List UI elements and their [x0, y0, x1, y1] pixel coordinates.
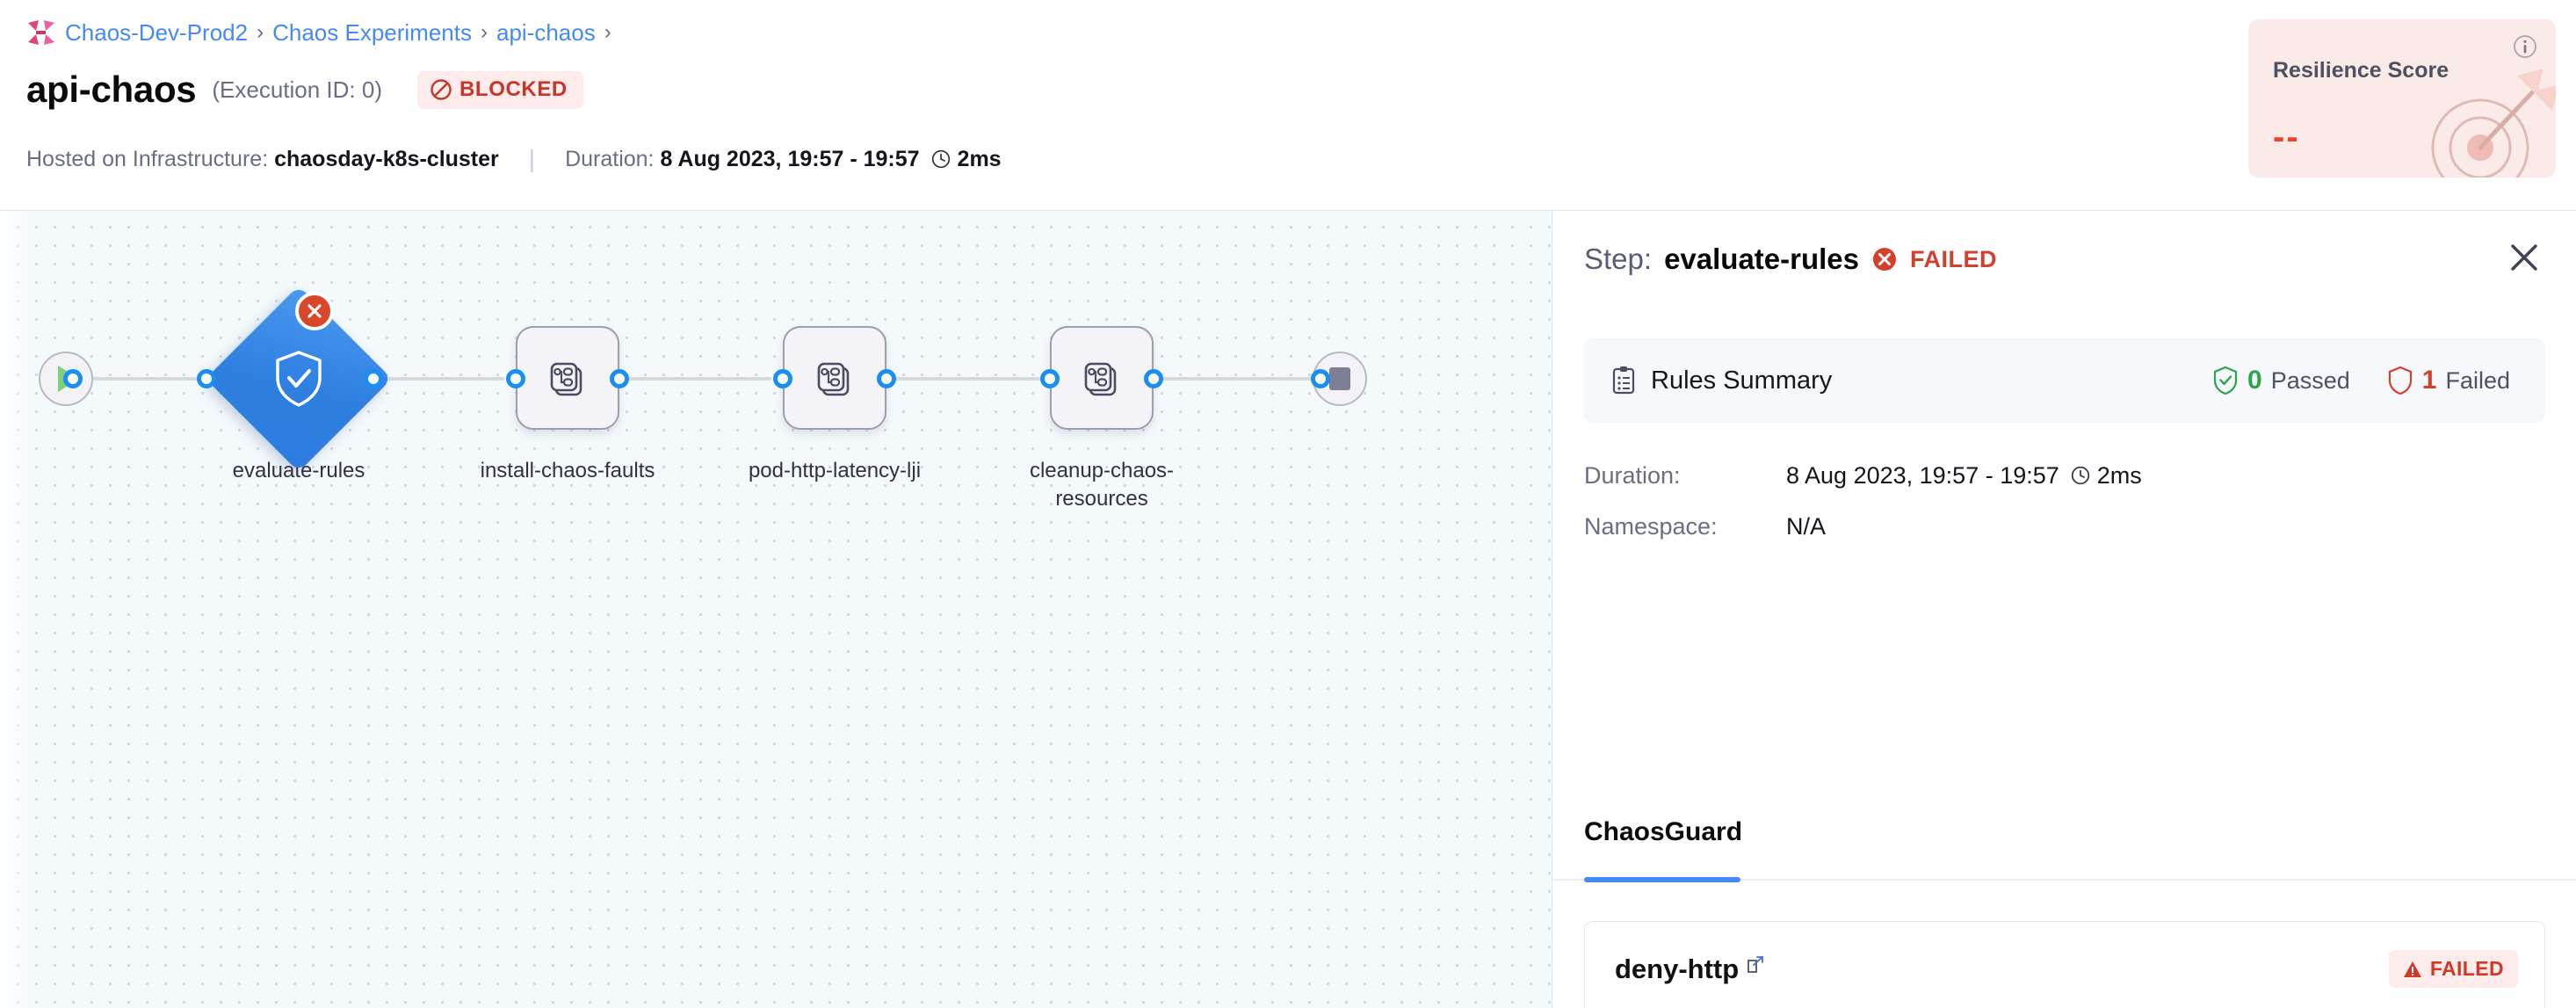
resilience-score-card: Resilience Score -- — [2248, 19, 2556, 178]
external-link-icon[interactable] — [1746, 955, 1765, 975]
pipeline-graph-canvas[interactable]: evaluate-rules install-chaos-faults — [0, 211, 1551, 1008]
rules-passed-group: 0 Passed — [2212, 366, 2350, 395]
duration-elapsed: 2ms — [957, 146, 1002, 171]
detail-duration-elapsed: 2ms — [2096, 461, 2142, 489]
rules-summary-card: Rules Summary 0 Passed 1 Failed — [1584, 338, 2545, 423]
resilience-score-value: -- — [2273, 118, 2300, 156]
error-x-icon — [308, 304, 322, 318]
step-status: FAILED — [1910, 245, 1998, 272]
step-name: evaluate-rules — [1664, 243, 1860, 275]
chaos-faults-icon — [1084, 362, 1117, 396]
shield-red-icon — [2388, 366, 2412, 395]
detail-value-namespace: N/A — [1786, 512, 1827, 540]
breadcrumb-separator: › — [257, 20, 264, 44]
breadcrumb-separator-trailing: › — [604, 20, 611, 44]
edge-evaluate-to-install — [381, 377, 504, 381]
tab-chaosguard[interactable]: ChaosGuard — [1584, 817, 1742, 881]
title-row: api-chaos (Execution ID: 0) BLOCKED — [26, 69, 583, 111]
port-cleanup-out[interactable] — [1144, 369, 1163, 388]
blocked-icon — [431, 78, 452, 100]
rule-status-badge: FAILED — [2388, 950, 2518, 988]
breadcrumb: Chaos-Dev-Prod2 › Chaos Experiments › ap… — [26, 19, 611, 46]
chaos-faults-icon — [817, 362, 850, 396]
header-meta: Hosted on Infrastructure: chaosday-k8s-c… — [26, 145, 1002, 173]
port-evaluate-in[interactable] — [197, 369, 216, 388]
rule-card-deny-http: deny-http FAILED 1 / 1 Conditions Failed — [1584, 921, 2545, 1008]
breadcrumb-separator: › — [480, 20, 488, 44]
rules-failed-count: 1 — [2421, 366, 2437, 395]
node-label-install-chaos-faults: install-chaos-faults — [480, 459, 655, 482]
node-pod-http-latency-lji[interactable] — [783, 326, 886, 430]
port-cleanup-in[interactable] — [1040, 369, 1060, 388]
rules-passed-label: Passed — [2270, 366, 2350, 394]
edge-install-to-latency — [615, 377, 771, 381]
rules-summary-title: Rules Summary — [1651, 366, 1833, 395]
detail-value-duration: 8 Aug 2023, 19:57 - 19:57 — [1786, 461, 2059, 489]
status-badge: BLOCKED — [417, 70, 583, 109]
edge-cleanup-to-end — [1149, 377, 1325, 381]
step-title: Step: evaluate-rules FAILED — [1584, 243, 1997, 276]
infra-value: chaosday-k8s-cluster — [274, 146, 499, 171]
chaos-faults-icon — [550, 362, 582, 396]
error-x-icon — [1873, 248, 1897, 271]
port-start-out[interactable] — [63, 369, 83, 388]
harness-logo-icon — [28, 20, 54, 45]
detail-row-namespace: Namespace: N/A — [1584, 501, 2463, 552]
rules-passed-count: 0 — [2247, 366, 2262, 395]
tab-chaosguard-label: ChaosGuard — [1584, 817, 1743, 846]
close-icon[interactable] — [2506, 239, 2543, 276]
step-details-panel: Step: evaluate-rules FAILED — [1552, 211, 2576, 1008]
port-latency-in[interactable] — [773, 369, 792, 388]
execution-id: (Execution ID: 0) — [212, 76, 382, 103]
clipboard-icon — [1612, 366, 1635, 395]
meta-divider: | — [528, 145, 536, 172]
resilience-score-title: Resilience Score — [2273, 58, 2449, 83]
shield-check-icon — [276, 351, 322, 407]
step-detail-rows: Duration: 8 Aug 2023, 19:57 - 19:57 2ms … — [1584, 450, 2463, 552]
port-install-in[interactable] — [506, 369, 525, 388]
port-end-in[interactable] — [1311, 369, 1330, 388]
duration-label: Duration: — [565, 146, 655, 171]
node-evaluate-rules[interactable] — [205, 285, 393, 473]
shield-check-green-icon — [2213, 366, 2238, 395]
node-status-error-badge — [295, 292, 334, 330]
warning-triangle-icon — [2403, 961, 2421, 977]
rules-failed-label: Failed — [2445, 366, 2510, 394]
rule-status-badge-label: FAILED — [2429, 957, 2504, 980]
clock-icon — [2071, 466, 2089, 485]
port-latency-out[interactable] — [877, 369, 896, 388]
edge-latency-to-cleanup — [882, 377, 1040, 381]
breadcrumb-item-2[interactable]: api-chaos — [496, 19, 596, 46]
target-dart-icon — [2431, 69, 2556, 178]
detail-row-duration: Duration: 8 Aug 2023, 19:57 - 19:57 2ms — [1584, 450, 2463, 501]
info-icon[interactable] — [2512, 33, 2538, 60]
status-badge-label: BLOCKED — [459, 76, 568, 101]
port-install-out[interactable] — [610, 369, 629, 388]
clock-icon — [931, 149, 950, 169]
stop-icon — [1329, 367, 1350, 390]
tab-active-indicator — [1584, 877, 1740, 882]
page-title: api-chaos — [26, 69, 197, 110]
node-install-chaos-faults[interactable] — [516, 326, 619, 430]
node-cleanup-chaos-resources[interactable] — [1050, 326, 1154, 430]
page-header: Chaos-Dev-Prod2 › Chaos Experiments › ap… — [0, 0, 2576, 211]
detail-key-duration: Duration: — [1584, 461, 1681, 489]
step-prefix-label: Step: — [1584, 243, 1653, 275]
rules-failed-group: 1 Failed — [2387, 366, 2510, 395]
duration-value: 8 Aug 2023, 19:57 - 19:57 — [660, 146, 920, 171]
node-label-pod-http-latency-lji: pod-http-latency-lji — [748, 459, 922, 482]
breadcrumb-item-1[interactable]: Chaos Experiments — [272, 19, 472, 46]
panel-tabs: ChaosGuard — [1552, 817, 2576, 882]
rule-name-text: deny-http — [1615, 954, 1740, 984]
breadcrumb-item-0[interactable]: Chaos-Dev-Prod2 — [65, 19, 249, 46]
port-evaluate-out[interactable] — [364, 369, 383, 388]
detail-key-namespace: Namespace: — [1584, 512, 1718, 540]
infra-label: Hosted on Infrastructure: — [26, 146, 269, 171]
rule-name[interactable]: deny-http — [1615, 954, 1765, 985]
node-label-cleanup-chaos-resources: cleanup-chaos-resources — [1029, 459, 1175, 511]
edge-start-to-evaluate-rules — [77, 377, 218, 381]
